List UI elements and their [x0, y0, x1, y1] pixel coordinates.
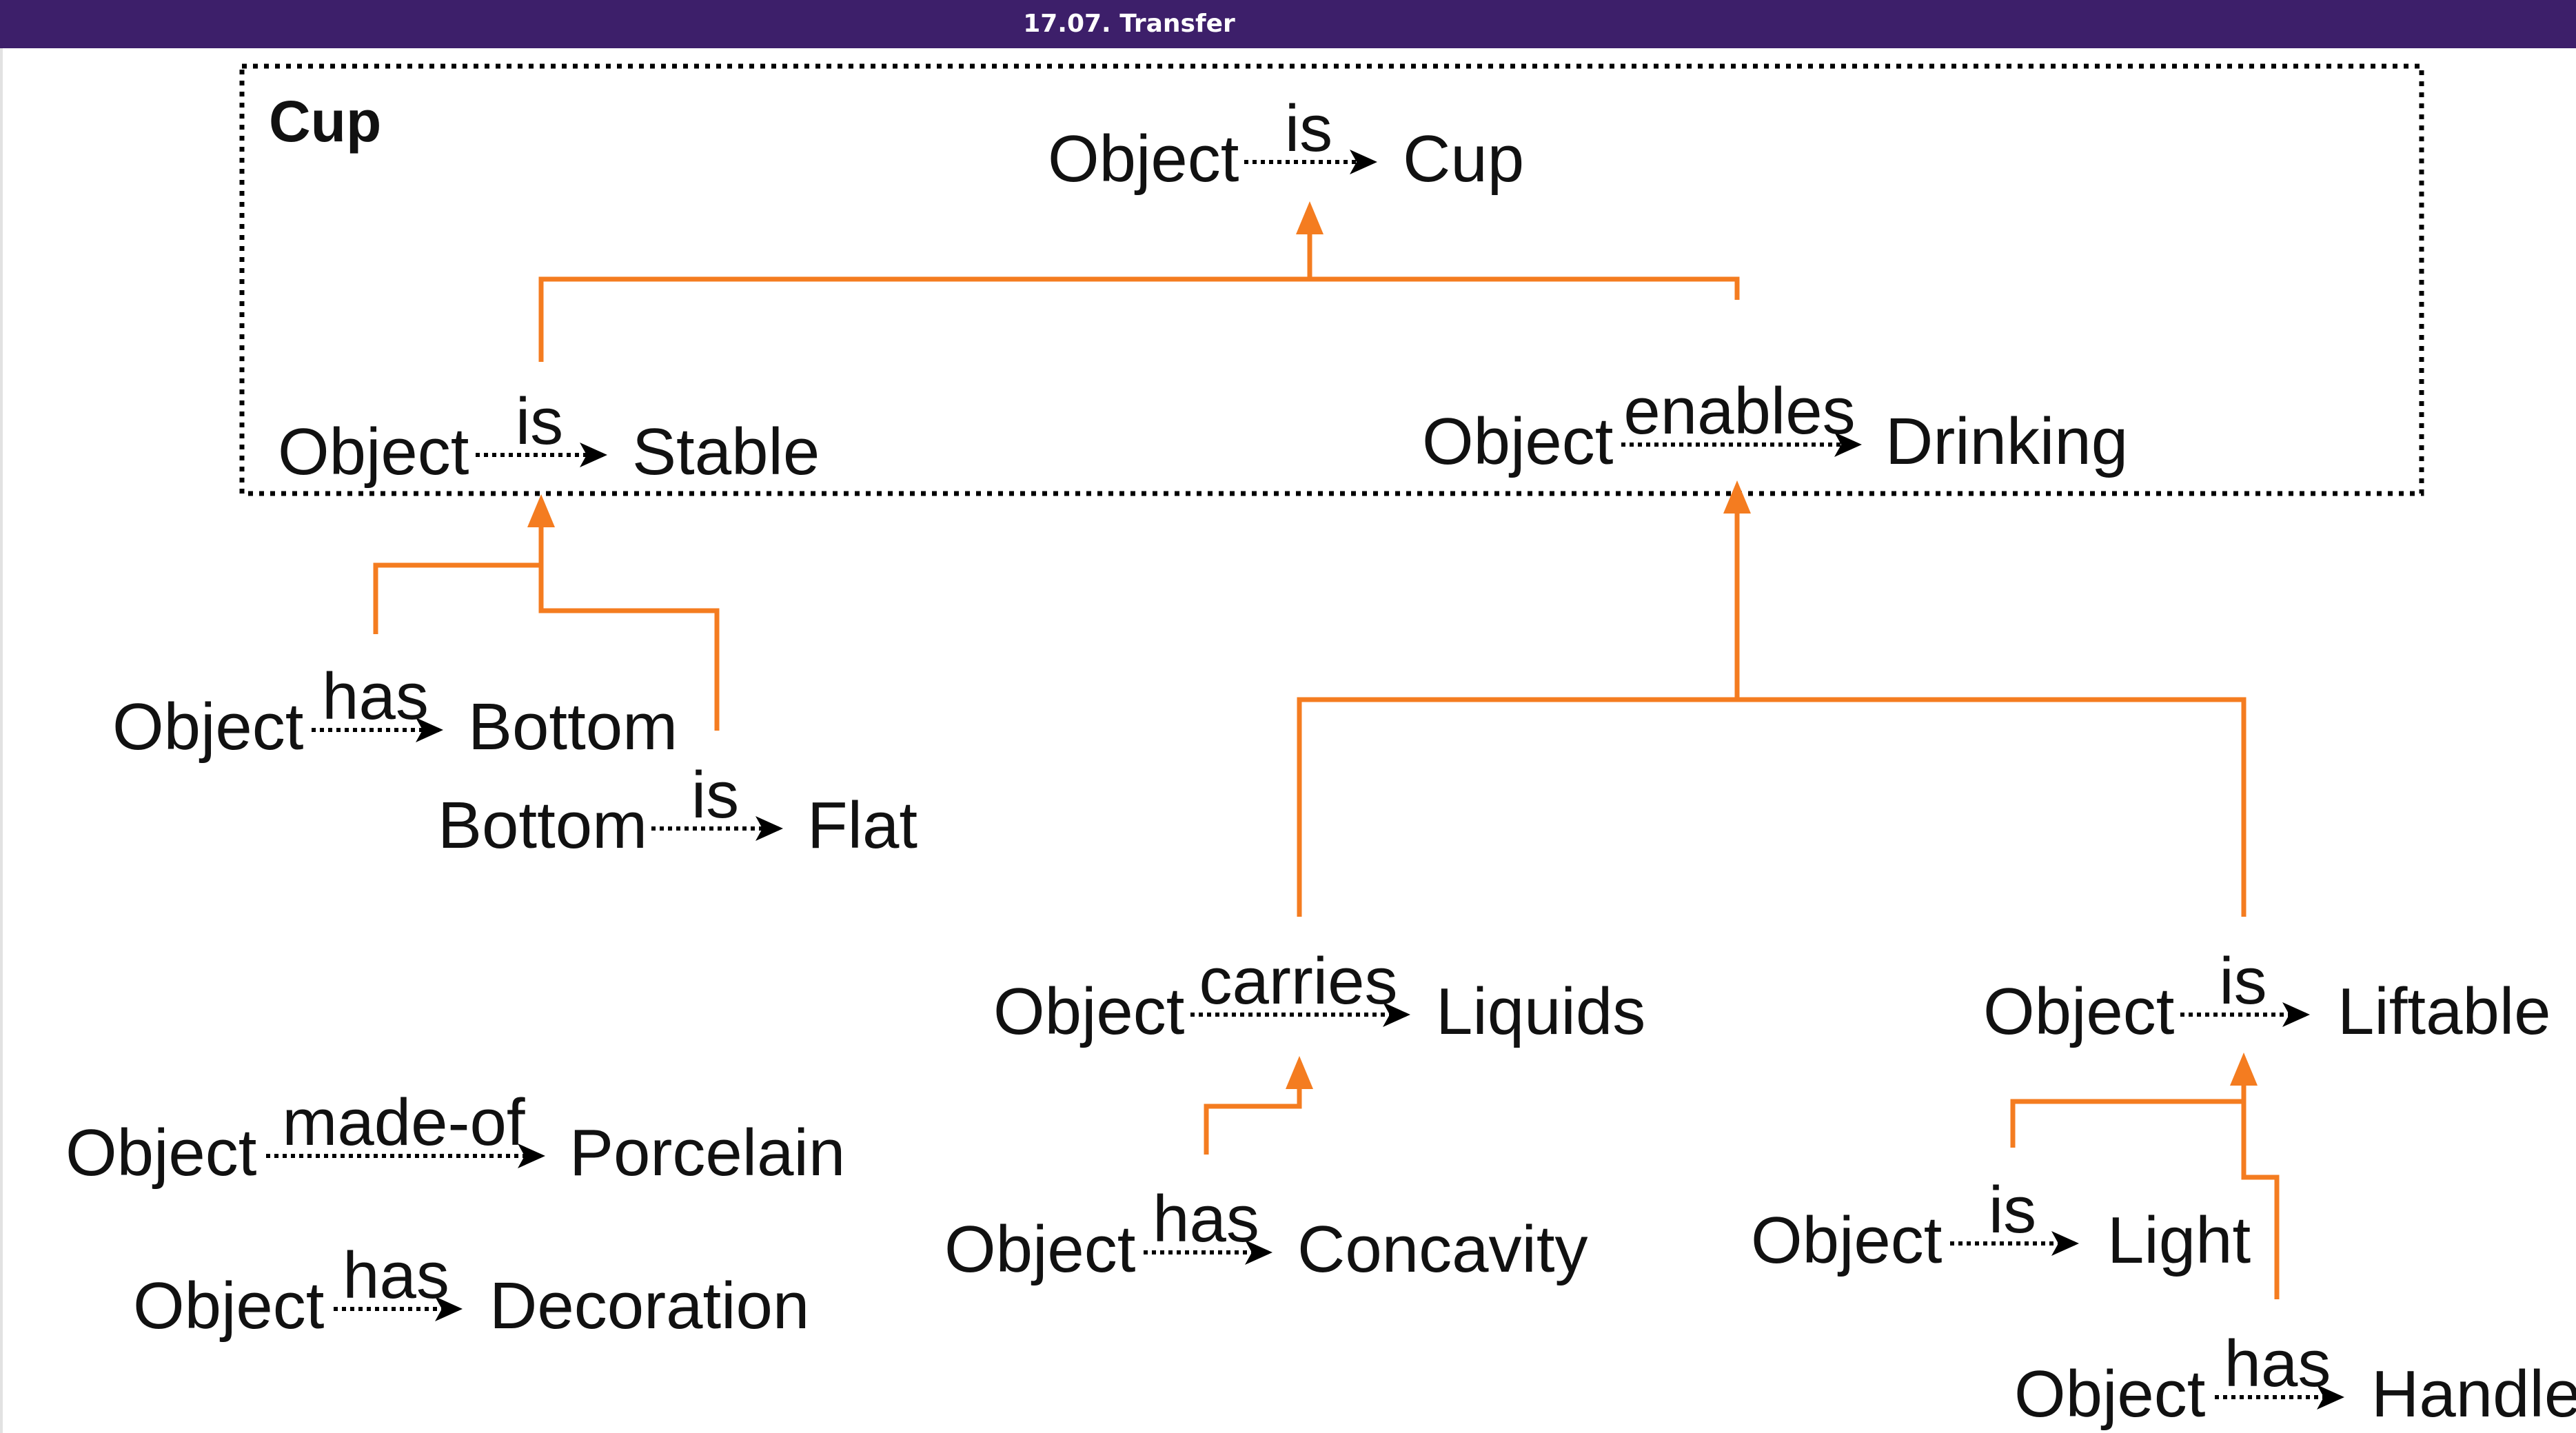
- fact-relation: has: [1153, 1182, 1259, 1256]
- fact-subject: Object: [944, 1212, 1135, 1286]
- fact-object-is-stable: Object is Stable: [278, 385, 820, 489]
- fact-subject: Object: [112, 690, 303, 764]
- fact-object-is-cup: Object is Cup: [1048, 92, 1524, 196]
- fact-object: Cup: [1403, 122, 1524, 196]
- fact-object-has-bottom: Object has Bottom: [112, 660, 678, 764]
- orange-arrowhead-icon: [2230, 1053, 2258, 1086]
- arrowhead-icon: [1383, 1002, 1410, 1027]
- connector-line: [2010, 1099, 2280, 1299]
- fact-subject: Bottom: [438, 789, 647, 862]
- arrowhead-icon: [2051, 1231, 2079, 1256]
- fact-object-is-liftable: Object is Liftable: [1983, 944, 2551, 1048]
- cup-frame: [239, 63, 2424, 496]
- fact-bottom-is-flat: Bottom is Flat: [438, 758, 917, 862]
- orange-arrowhead-icon: [527, 494, 555, 527]
- fact-object: Drinking: [1885, 405, 2128, 478]
- fact-object: Porcelain: [569, 1116, 845, 1190]
- fact-subject: Object: [278, 415, 469, 489]
- fact-object: Concavity: [1297, 1212, 1588, 1286]
- arrowhead-icon: [1834, 432, 1862, 457]
- arrowhead-icon: [1245, 1240, 1272, 1265]
- fact-object-made-of-porcelain: Object made-of Porcelain: [65, 1086, 845, 1190]
- window-left-border: [0, 48, 3, 1433]
- fact-subject: Object: [1048, 122, 1239, 196]
- fact-subject: Object: [1983, 975, 2174, 1048]
- fact-subject: Object: [1751, 1203, 1942, 1277]
- fact-relation: has: [343, 1239, 449, 1312]
- fact-subject: Object: [65, 1116, 256, 1190]
- fact-relation: is: [2219, 944, 2266, 1018]
- fact-relation: has: [322, 660, 429, 733]
- fact-relation: carries: [1199, 944, 1397, 1018]
- fact-subject: Object: [993, 975, 1184, 1048]
- fact-object: Bottom: [468, 690, 678, 764]
- fact-object: Liftable: [2337, 975, 2551, 1048]
- fact-relation: has: [2224, 1327, 2331, 1401]
- arrowhead-icon: [416, 718, 443, 742]
- derivation-connectors: [373, 201, 2280, 1299]
- fact-object-is-light: Object is Light: [1751, 1173, 2251, 1277]
- fact-relation: is: [516, 385, 563, 458]
- connector-line: [1204, 1075, 1302, 1155]
- fact-subject: Object: [1422, 405, 1613, 478]
- arrowhead-icon: [1350, 150, 1377, 174]
- connector-line: [1297, 697, 2247, 917]
- window-titlebar: 17.07. Transfer: [0, 0, 2576, 48]
- window-title: 17.07. Transfer: [1023, 10, 1235, 38]
- fact-object: Stable: [632, 415, 820, 489]
- fact-object: Flat: [807, 789, 917, 862]
- fact-object: Decoration: [489, 1269, 809, 1343]
- fact-relation: made-of: [282, 1086, 525, 1159]
- cup-frame-title: Cup: [269, 89, 381, 154]
- orange-arrowhead-icon: [1296, 201, 1324, 234]
- arrowhead-icon: [2317, 1385, 2344, 1410]
- fact-relation: is: [1285, 92, 1332, 165]
- fact-relation: is: [1989, 1173, 2036, 1247]
- fact-object-has-decoration: Object has Decoration: [133, 1239, 809, 1343]
- arrowhead-icon: [2282, 1002, 2310, 1027]
- orange-arrowhead-icon: [1723, 480, 1751, 514]
- arrowhead-icon: [518, 1144, 545, 1168]
- fact-object: Handle: [2371, 1357, 2576, 1431]
- fact-relation: enables: [1623, 374, 1855, 448]
- arrowhead-icon: [435, 1297, 463, 1321]
- connector-line: [373, 562, 720, 731]
- fact-subject: Object: [133, 1269, 324, 1343]
- fact-object: Light: [2107, 1203, 2251, 1277]
- connector-line: [538, 276, 1740, 362]
- fact-relation: is: [691, 758, 739, 832]
- fact-object-has-handle: Object has Handle: [2014, 1327, 2576, 1431]
- orange-arrowhead-icon: [1286, 1056, 1313, 1089]
- arrowhead-icon: [755, 816, 783, 841]
- fact-object: Liquids: [1436, 975, 1645, 1048]
- arrowhead-icon: [580, 443, 607, 467]
- fact-subject: Object: [2014, 1357, 2205, 1431]
